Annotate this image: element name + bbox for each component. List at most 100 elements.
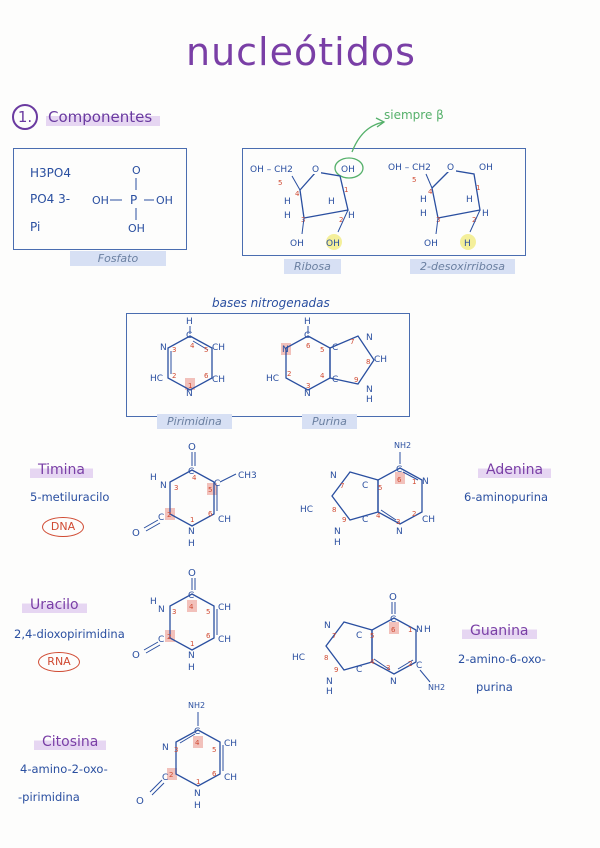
svg-text:4: 4 [190, 342, 195, 350]
svg-text:O: O [188, 442, 196, 453]
thymine-structure: O C H N C CH3 CH C O N H 4 3 5 6 2 1 [132, 442, 257, 549]
svg-text:1: 1 [344, 186, 348, 194]
svg-text:C: C [158, 513, 164, 523]
beta-note: siempre β [384, 108, 444, 122]
svg-text:H: H [186, 317, 193, 327]
svg-text:H: H [150, 473, 157, 483]
svg-text:N: N [324, 621, 331, 631]
p-center: P [130, 193, 137, 207]
thymine-name: Timina [30, 462, 93, 478]
svg-text:CH: CH [224, 739, 237, 749]
svg-text:H: H [304, 317, 311, 327]
svg-text:4: 4 [195, 739, 200, 747]
svg-text:H: H [284, 197, 291, 207]
svg-text:N: N [416, 625, 423, 635]
svg-text:2: 2 [408, 660, 412, 668]
uracil-structure: O C H N CH CH C O N H 4 3 5 6 2 1 [132, 568, 231, 673]
svg-text:6: 6 [204, 372, 209, 380]
thymine-desc: 5-metiluracilo [30, 490, 110, 504]
svg-text:1: 1 [188, 382, 192, 390]
svg-text:NH2: NH2 [394, 441, 411, 450]
guanine-name: Guanina [462, 623, 537, 639]
svg-text:5: 5 [370, 632, 374, 640]
svg-text:4: 4 [189, 603, 194, 611]
guanine-desc-1: 2-amino-6-oxo- [458, 652, 546, 666]
svg-text:7: 7 [350, 338, 354, 346]
svg-text:NH2: NH2 [428, 683, 445, 692]
deoxyribose-structure: OH – CH2 5 O OH 4 1 3 2 H H H H OH H [388, 162, 493, 250]
svg-text:NH2: NH2 [188, 701, 205, 710]
svg-text:4: 4 [370, 658, 375, 666]
section-number: 1. [12, 104, 38, 130]
svg-text:6: 6 [306, 342, 311, 350]
svg-text:H: H [424, 625, 431, 635]
svg-text:3: 3 [174, 484, 178, 492]
svg-text:HC: HC [150, 374, 163, 384]
svg-text:5: 5 [212, 746, 216, 754]
page-title: nucleótidos [186, 30, 416, 74]
svg-text:H: H [482, 209, 489, 219]
svg-text:CH: CH [374, 355, 387, 365]
svg-text:1: 1 [476, 184, 480, 192]
svg-text:5: 5 [278, 179, 282, 187]
svg-text:H: H [464, 239, 471, 249]
svg-text:C: C [332, 343, 338, 353]
guanine-desc-2: purina [476, 680, 513, 694]
svg-text:5: 5 [206, 608, 210, 616]
svg-text:9: 9 [354, 376, 358, 384]
cytosine-desc-2: -pirimidina [18, 790, 80, 804]
svg-text:C: C [194, 727, 200, 737]
svg-text:H: H [420, 195, 427, 205]
svg-text:N: N [422, 477, 429, 487]
svg-text:5: 5 [412, 176, 416, 184]
svg-text:H: H [326, 687, 333, 697]
svg-text:O: O [136, 796, 144, 807]
phosphate-box [13, 148, 187, 250]
svg-text:C: C [158, 635, 164, 645]
adenine-desc: 6-aminopurina [464, 490, 549, 504]
svg-text:N: N [162, 743, 169, 753]
svg-text:1: 1 [190, 640, 194, 648]
svg-text:6: 6 [212, 770, 217, 778]
purine-caption: Purina [302, 414, 357, 429]
svg-text:H: H [328, 197, 335, 207]
svg-text:6: 6 [208, 510, 213, 518]
svg-text:1: 1 [408, 626, 412, 634]
phosphate-structure: O OH P OH OH [92, 164, 173, 235]
svg-text:C: C [356, 631, 362, 641]
svg-text:CH: CH [224, 773, 237, 783]
adenine-name: Adenina [478, 462, 552, 478]
phosphate-formula-1: H3PO4 [30, 166, 71, 180]
svg-text:CH3: CH3 [238, 471, 257, 481]
svg-text:7: 7 [332, 632, 336, 640]
svg-text:CH: CH [422, 515, 435, 525]
svg-text:8: 8 [332, 506, 336, 514]
svg-text:H: H [420, 209, 427, 219]
svg-text:1: 1 [190, 516, 194, 524]
uracil-name: Uracilo [22, 597, 87, 613]
svg-text:OH: OH [479, 163, 493, 173]
p-top-o: O [132, 164, 141, 177]
svg-text:4: 4 [376, 512, 381, 520]
dna-tag: DNA [42, 517, 84, 537]
svg-text:3: 3 [172, 608, 176, 616]
svg-text:1: 1 [196, 778, 200, 786]
bases-box [126, 313, 410, 417]
svg-text:O: O [312, 165, 319, 175]
svg-text:N: N [330, 471, 337, 481]
svg-text:9: 9 [342, 516, 346, 524]
svg-text:CH: CH [218, 515, 231, 525]
svg-text:N: N [194, 789, 201, 799]
svg-text:HC: HC [300, 505, 313, 515]
svg-text:5: 5 [378, 484, 382, 492]
guanine-structure: O C N H C N NH2 C C N HC N H 6 5 1 2 3 4… [292, 592, 445, 697]
svg-text:H: H [348, 211, 355, 221]
svg-text:N: N [304, 389, 311, 399]
deoxyribose-caption: 2-desoxirribosa [410, 259, 516, 274]
svg-text:N: N [366, 333, 373, 343]
svg-text:3: 3 [396, 518, 400, 526]
svg-text:H: H [366, 395, 373, 405]
svg-text:CH: CH [218, 603, 231, 613]
uracil-desc: 2,4-dioxopirimidina [14, 627, 125, 641]
svg-text:2: 2 [167, 633, 171, 641]
